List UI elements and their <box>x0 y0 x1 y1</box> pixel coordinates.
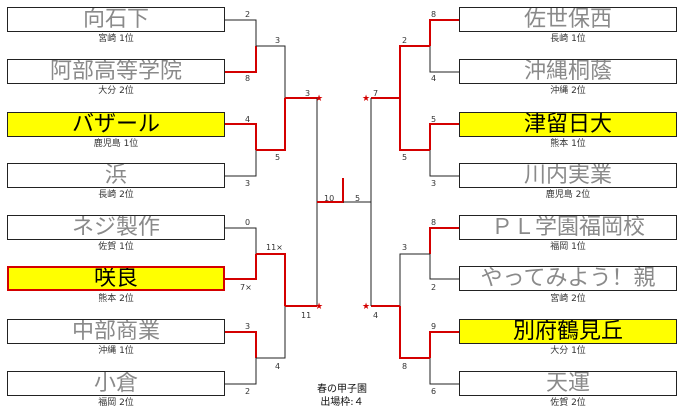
bracket-line-22 <box>429 227 459 254</box>
score-right-1: 8 <box>431 10 437 19</box>
star-icon: ★ <box>315 302 323 312</box>
bracket-line-12 <box>256 306 286 359</box>
score-right-2: 4 <box>431 74 437 83</box>
score-left-2: 8 <box>245 74 251 83</box>
round3-score-right-1: 7 <box>373 89 379 98</box>
bracket-line-19 <box>429 46 459 73</box>
bracket-line-24 <box>429 331 459 358</box>
team-region-left-7: 沖縄 1位 <box>98 346 134 356</box>
bracket-line-28 <box>399 253 430 306</box>
score-right-6: 2 <box>431 283 437 292</box>
round3-score-left-2: 11 <box>301 311 312 320</box>
round2-score-right-1: 2 <box>402 36 408 45</box>
bracket-line-7 <box>225 331 257 358</box>
team-region-right-5: 福岡 1位 <box>550 242 586 252</box>
bracket-line-3 <box>225 123 257 150</box>
bracket-line-27 <box>399 98 430 151</box>
team-region-right-2: 沖縄 2位 <box>550 86 586 96</box>
round2-score-left-1: 3 <box>275 36 281 45</box>
team-region-right-3: 熊本 1位 <box>550 139 586 149</box>
team-box-right-6: やってみよう！親 <box>459 266 677 291</box>
team-region-right-7: 大分 1位 <box>550 346 586 356</box>
score-left-4: 3 <box>245 179 251 188</box>
team-region-left-6: 熊本 2位 <box>98 294 134 304</box>
team-box-left-3: バザール <box>7 112 225 137</box>
score-left-8: 2 <box>245 387 251 396</box>
bracket-line-10 <box>256 98 286 151</box>
team-region-left-3: 鹿児島 1位 <box>93 139 139 149</box>
bracket-line-18 <box>429 19 459 46</box>
score-right-7: 9 <box>431 322 437 331</box>
final-score-left: 10 <box>324 194 335 203</box>
bracket-line-29 <box>399 306 430 359</box>
footer-title: 春の甲子園 <box>317 384 367 395</box>
round2-score-left-3: 11× <box>266 243 283 252</box>
team-box-right-7: 別府鶴見丘 <box>459 319 677 344</box>
score-left-5: 0 <box>245 218 251 227</box>
bracket-line-23 <box>429 254 459 280</box>
star-icon: ★ <box>315 94 323 104</box>
team-region-right-8: 佐賀 2位 <box>550 398 586 408</box>
bracket-line-21 <box>429 150 459 177</box>
bracket-line-6 <box>225 254 257 280</box>
team-region-left-5: 佐賀 1位 <box>98 242 134 252</box>
score-left-3: 4 <box>245 115 251 124</box>
team-region-left-8: 福岡 2位 <box>98 398 134 408</box>
round3-score-left-1: 3 <box>305 89 311 98</box>
bracket-line-1 <box>225 19 257 46</box>
star-icon: ★ <box>362 302 370 312</box>
team-box-right-2: 沖縄桐蔭 <box>459 59 677 84</box>
team-box-left-8: 小倉 <box>7 371 225 396</box>
team-box-right-5: ＰＬ学園福岡校 <box>459 215 677 240</box>
round2-score-right-4: 8 <box>402 362 408 371</box>
bracket-line-5 <box>225 227 257 254</box>
score-right-5: 8 <box>431 218 437 227</box>
round3-score-right-2: 4 <box>373 311 379 320</box>
team-region-right-6: 宮崎 2位 <box>550 294 586 304</box>
team-box-left-1: 向石下 <box>7 7 225 32</box>
final-score-right: 5 <box>355 194 361 203</box>
team-box-right-4: 川内実業 <box>459 163 677 188</box>
team-box-left-6: 咲良 <box>7 266 225 291</box>
team-region-left-2: 大分 2位 <box>98 86 134 96</box>
bracket-line-25 <box>429 358 459 385</box>
bracket-line-9 <box>256 45 286 98</box>
score-right-8: 6 <box>431 387 437 396</box>
team-box-left-4: 浜 <box>7 163 225 188</box>
team-box-right-8: 天運 <box>459 371 677 396</box>
score-left-6: 7× <box>240 283 252 292</box>
round2-score-right-2: 5 <box>402 153 408 162</box>
team-box-right-3: 津留日大 <box>459 112 677 137</box>
score-left-7: 3 <box>245 322 251 331</box>
team-region-left-1: 宮崎 1位 <box>98 34 134 44</box>
score-right-4: 3 <box>431 179 437 188</box>
team-region-right-1: 長崎 1位 <box>550 34 586 44</box>
bracket-line-2 <box>225 46 257 73</box>
round2-score-left-2: 5 <box>275 153 281 162</box>
bracket-line-26 <box>399 45 430 98</box>
team-box-right-1: 佐世保西 <box>459 7 677 32</box>
footer-slots: 出場枠:４ <box>320 397 364 408</box>
team-box-left-2: 阿部高等学院 <box>7 59 225 84</box>
team-region-right-4: 鹿児島 2位 <box>545 190 591 200</box>
team-region-left-4: 長崎 2位 <box>98 190 134 200</box>
team-box-left-5: ネジ製作 <box>7 215 225 240</box>
score-right-3: 5 <box>431 115 437 124</box>
round2-score-left-4: 4 <box>275 362 281 371</box>
bracket-line-8 <box>225 358 257 385</box>
score-left-1: 2 <box>245 10 251 19</box>
bracket-line-11 <box>256 253 286 306</box>
bracket-line-4 <box>225 150 257 177</box>
star-icon: ★ <box>362 94 370 104</box>
round2-score-right-3: 3 <box>402 243 408 252</box>
bracket-line-20 <box>429 123 459 150</box>
team-box-left-7: 中部商業 <box>7 319 225 344</box>
